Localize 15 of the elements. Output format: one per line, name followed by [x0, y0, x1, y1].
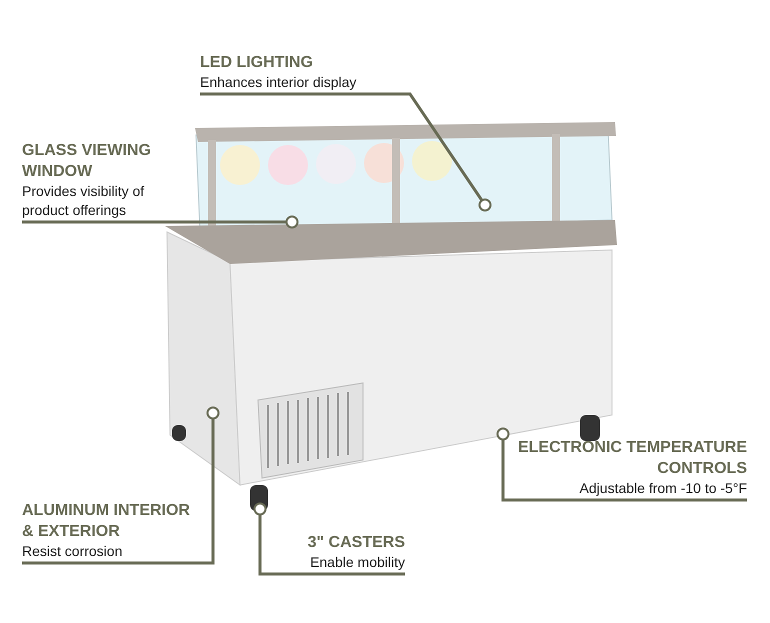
callout-heading: GLASS VIEWING WINDOW: [22, 141, 152, 182]
callout-heading: ELECTRONIC TEMPERATURE CONTROLS: [517, 438, 747, 479]
callout-description: Resist corrosion: [22, 542, 124, 561]
callout-description: Adjustable from -10 to -5°F: [578, 479, 747, 498]
callout-heading: ALUMINUM INTERIOR & EXTERIOR: [22, 501, 191, 542]
callout-heading: 3" CASTERS: [306, 533, 405, 553]
callout-description: Provides visibility of product offerings: [22, 182, 146, 220]
callout-description: Enhances interior display: [200, 73, 358, 92]
leader-line: [254, 502, 405, 576]
leader-line: [496, 428, 747, 502]
leader-line: [22, 406, 220, 564]
leader-line: [22, 216, 298, 228]
leader-line: [200, 92, 492, 212]
callout-heading: LED LIGHTING: [200, 53, 314, 73]
callout-description: Enable mobility: [309, 553, 405, 572]
